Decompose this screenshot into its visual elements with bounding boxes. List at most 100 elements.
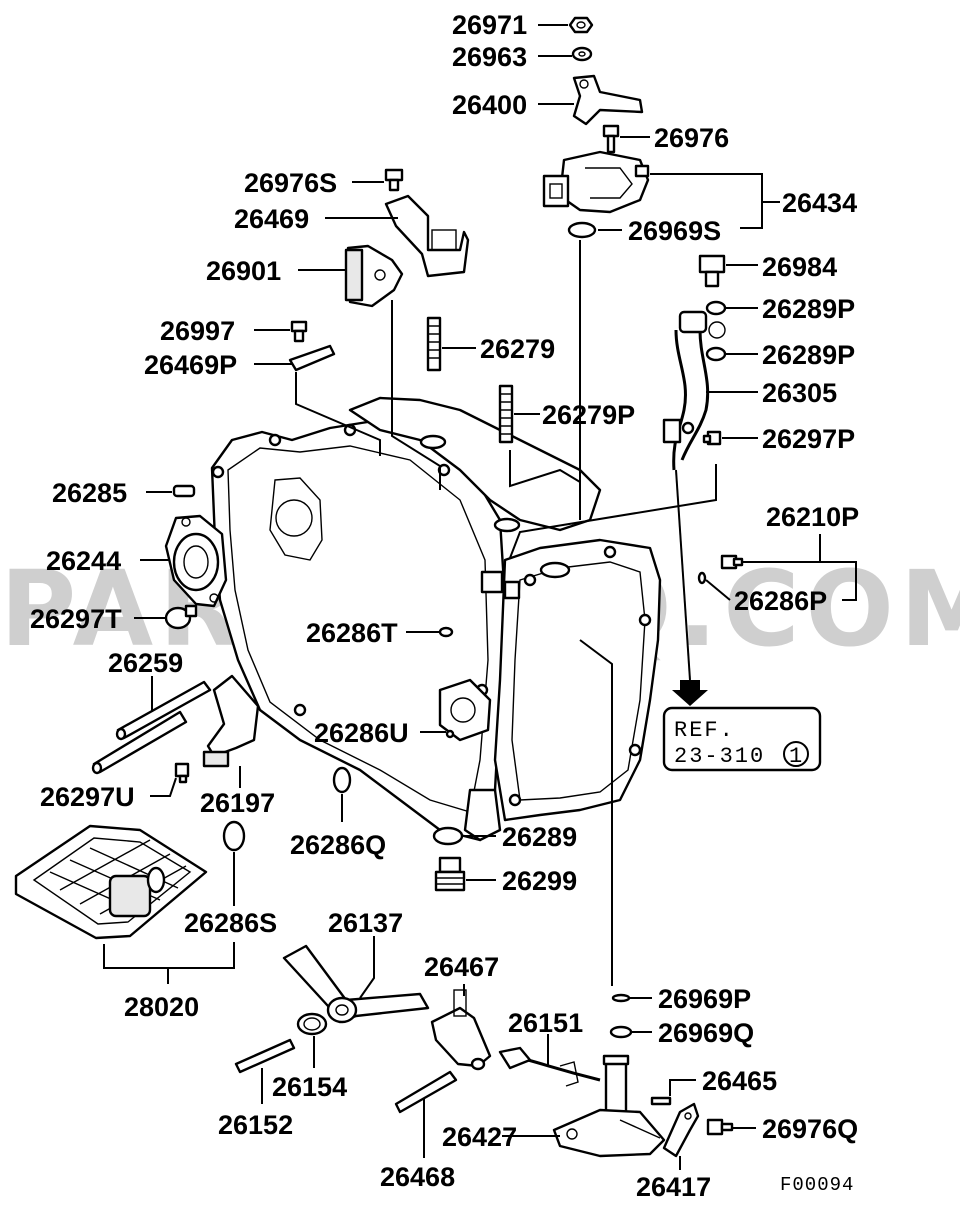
bolt-26297P	[702, 430, 722, 446]
guide-26197	[202, 674, 260, 768]
label-26468: 26468	[380, 1162, 455, 1192]
pin-26152	[234, 1038, 296, 1074]
label-26469P: 26469P	[144, 350, 237, 380]
ref-arrow-icon	[672, 680, 708, 706]
gasket-26289	[432, 826, 464, 846]
stud-26279	[426, 316, 442, 372]
pin-26465	[650, 1096, 672, 1106]
label-26285: 26285	[52, 478, 127, 508]
label-26286Q: 26286Q	[290, 830, 386, 860]
label-26467: 26467	[424, 952, 499, 982]
label-26297U: 26297U	[40, 782, 135, 812]
oring-26286P	[697, 571, 707, 585]
figure-code: F00094	[780, 1174, 854, 1196]
label-26400: 26400	[452, 90, 527, 120]
seal-26244	[164, 514, 228, 608]
washer-26289P-lower	[705, 346, 727, 362]
spring-26154	[296, 1012, 328, 1036]
bolt-26976Q	[706, 1118, 734, 1136]
bolt-26984	[698, 254, 726, 288]
plug-26299	[434, 856, 466, 892]
label-26289P-lower: 26289P	[762, 340, 855, 370]
label-26976S: 26976S	[244, 168, 337, 198]
plate-26469P	[288, 344, 336, 372]
label-26969S: 26969S	[628, 216, 721, 246]
bracket-26469	[384, 194, 470, 278]
oring-26286T	[438, 626, 454, 638]
plate-26427	[552, 1054, 666, 1158]
bolt-26297U	[174, 762, 190, 784]
label-28020: 28020	[124, 992, 199, 1022]
oring-26286U	[445, 729, 455, 739]
ref-box-line1: REF.	[674, 718, 735, 743]
label-26289P-upper: 26289P	[762, 294, 855, 324]
label-26279P: 26279P	[542, 400, 635, 430]
label-26417: 26417	[636, 1172, 711, 1202]
oring-26969S	[567, 221, 597, 239]
transmission-case	[210, 396, 662, 842]
label-26259: 26259	[108, 648, 183, 678]
leader-lines	[103, 24, 857, 1170]
nut-26971	[568, 16, 594, 34]
pin-26468	[394, 1070, 458, 1114]
lever-26400	[572, 74, 644, 126]
part-labels: 26971 26963 26400 26976 26976S 26434 264…	[30, 10, 859, 1202]
label-26963: 26963	[452, 42, 527, 72]
label-26279: 26279	[480, 334, 555, 364]
washer-26289P-upper	[705, 300, 727, 316]
plug-26210P	[720, 554, 744, 570]
sensor-26901	[344, 244, 404, 308]
label-26197: 26197	[200, 788, 275, 818]
label-26971: 26971	[452, 10, 527, 40]
label-26469: 26469	[234, 204, 309, 234]
switch-26434	[542, 150, 650, 214]
label-26151: 26151	[508, 1008, 583, 1038]
label-26901: 26901	[206, 256, 281, 286]
bracket-26467	[430, 989, 492, 1071]
bolt-26297T	[164, 604, 198, 630]
label-26984: 26984	[762, 252, 837, 282]
bolt-26976S	[384, 168, 404, 192]
label-26154: 26154	[272, 1072, 347, 1102]
ref-box-line2: 23-310	[674, 744, 765, 769]
label-26434: 26434	[782, 188, 857, 218]
label-26286U: 26286U	[314, 718, 409, 748]
washer-26963	[571, 46, 593, 62]
pin-26285	[172, 484, 196, 498]
label-26289: 26289	[502, 822, 577, 852]
label-26427: 26427	[442, 1122, 517, 1152]
ref-box-circled-number: 1	[789, 744, 804, 769]
ref-box: REF. 23-310 1	[662, 706, 822, 772]
label-26297P: 26297P	[762, 424, 855, 454]
label-26969P: 26969P	[658, 984, 751, 1014]
tube-26259	[91, 680, 212, 775]
oring-26286S	[222, 820, 246, 852]
filter-28020	[14, 824, 208, 940]
label-26244: 26244	[46, 546, 121, 576]
label-26299: 26299	[502, 866, 577, 896]
label-26305: 26305	[762, 378, 837, 408]
label-26286S: 26286S	[184, 908, 277, 938]
label-26297T: 26297T	[30, 604, 122, 634]
label-26465: 26465	[702, 1066, 777, 1096]
label-26152: 26152	[218, 1110, 293, 1140]
label-26976Q: 26976Q	[762, 1114, 858, 1144]
bolt-26997	[290, 320, 308, 343]
label-26286T: 26286T	[306, 618, 398, 648]
rod-26151	[498, 1046, 601, 1087]
label-26969Q: 26969Q	[658, 1018, 754, 1048]
spring-26417	[662, 1102, 700, 1158]
oring-26969Q	[609, 1025, 633, 1039]
stud-26279P	[498, 384, 514, 444]
label-26210P: 26210P	[766, 502, 859, 532]
pipe-26305	[662, 310, 726, 471]
lever-26137	[282, 944, 430, 1024]
label-26976: 26976	[654, 123, 729, 153]
oring-26969P	[611, 993, 631, 1003]
label-26137: 26137	[328, 908, 403, 938]
oring-26286Q	[332, 766, 352, 794]
label-26286P: 26286P	[734, 586, 827, 616]
bolt-26976	[602, 124, 620, 154]
label-26997: 26997	[160, 316, 235, 346]
